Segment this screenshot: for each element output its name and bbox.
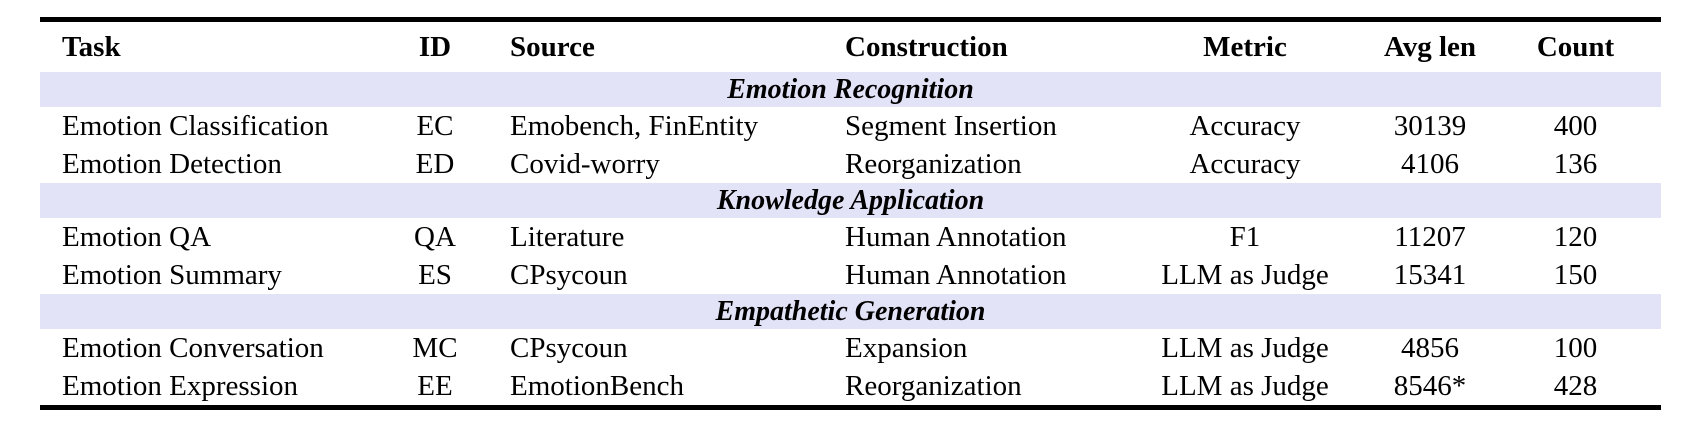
cell-id: QA bbox=[414, 220, 456, 253]
cell-source: Covid-worry bbox=[510, 147, 660, 180]
cell-task: Emotion Classification bbox=[62, 109, 329, 142]
cell-id: EE bbox=[417, 369, 453, 402]
cell-count: 136 bbox=[1553, 147, 1598, 180]
cell-construction: Reorganization bbox=[845, 369, 1022, 402]
cell-source: CPsycoun bbox=[510, 258, 628, 291]
cell-source: Literature bbox=[510, 220, 625, 253]
cell-id: MC bbox=[412, 331, 458, 364]
cell-avg-len: 8546* bbox=[1393, 369, 1467, 402]
cell-construction: Reorganization bbox=[845, 147, 1022, 180]
cell-id: ED bbox=[415, 147, 455, 180]
cell-metric: Accuracy bbox=[1189, 109, 1301, 142]
cell-construction: Human Annotation bbox=[845, 258, 1067, 291]
table-row-emotion-summary: Emotion Summary ES CPsycoun Human Annota… bbox=[40, 256, 1661, 294]
cell-avg-len: 15341 bbox=[1393, 258, 1467, 291]
cell-count: 428 bbox=[1553, 369, 1598, 402]
cell-source: CPsycoun bbox=[510, 331, 628, 364]
section-row-emotion-recognition: Emotion Recognition bbox=[40, 72, 1661, 107]
cell-construction: Expansion bbox=[845, 331, 968, 364]
table-row-emotion-qa: Emotion QA QA Literature Human Annotatio… bbox=[40, 218, 1661, 256]
table-row-emotion-expression: Emotion Expression EE EmotionBench Reorg… bbox=[40, 367, 1661, 408]
col-header-avg-len: Avg len bbox=[1383, 30, 1477, 63]
cell-avg-len: 4856 bbox=[1401, 331, 1459, 364]
cell-source: EmotionBench bbox=[510, 369, 684, 402]
cell-avg-len: 30139 bbox=[1393, 109, 1467, 142]
cell-id: EC bbox=[416, 109, 454, 142]
cell-avg-len: 4106 bbox=[1401, 147, 1459, 180]
cell-metric: LLM as Judge bbox=[1161, 331, 1329, 364]
cell-metric: Accuracy bbox=[1189, 147, 1301, 180]
section-row-empathetic-generation: Empathetic Generation bbox=[40, 294, 1661, 329]
cell-metric: LLM as Judge bbox=[1161, 369, 1329, 402]
cell-construction: Segment Insertion bbox=[845, 109, 1057, 142]
section-title: Empathetic Generation bbox=[40, 294, 1661, 329]
col-header-id: ID bbox=[418, 30, 452, 63]
cell-count: 150 bbox=[1553, 258, 1598, 291]
cell-count: 100 bbox=[1553, 331, 1598, 364]
section-row-knowledge-application: Knowledge Application bbox=[40, 183, 1661, 218]
cell-metric: F1 bbox=[1229, 220, 1261, 253]
benchmark-tasks-table: Task ID Source Construction Metric Avg l… bbox=[40, 17, 1661, 410]
cell-id: ES bbox=[418, 258, 452, 291]
cell-task: Emotion Expression bbox=[62, 369, 299, 402]
col-header-construction: Construction bbox=[845, 30, 1008, 63]
cell-avg-len: 11207 bbox=[1394, 220, 1466, 253]
table-row-emotion-conversation: Emotion Conversation MC CPsycoun Expansi… bbox=[40, 329, 1661, 367]
col-header-source: Source bbox=[510, 30, 595, 63]
cell-task: Emotion Conversation bbox=[62, 331, 324, 364]
section-title: Knowledge Application bbox=[40, 183, 1661, 218]
section-title: Emotion Recognition bbox=[40, 72, 1661, 107]
col-header-metric: Metric bbox=[1203, 30, 1287, 63]
table-row-emotion-classification: Emotion Classification EC Emobench, FinE… bbox=[40, 107, 1661, 145]
cell-count: 120 bbox=[1553, 220, 1598, 253]
cell-metric: LLM as Judge bbox=[1161, 258, 1329, 291]
col-header-task: Task bbox=[62, 30, 121, 63]
cell-task: Emotion QA bbox=[62, 220, 212, 253]
cell-source: Emobench, FinEntity bbox=[510, 109, 759, 142]
cell-count: 400 bbox=[1553, 109, 1598, 142]
header-row: Task ID Source Construction Metric Avg l… bbox=[40, 20, 1661, 73]
cell-task: Emotion Detection bbox=[62, 147, 282, 180]
table-row-emotion-detection: Emotion Detection ED Covid-worry Reorgan… bbox=[40, 145, 1661, 183]
cell-task: Emotion Summary bbox=[62, 258, 282, 291]
cell-construction: Human Annotation bbox=[845, 220, 1067, 253]
col-header-count: Count bbox=[1536, 30, 1615, 63]
